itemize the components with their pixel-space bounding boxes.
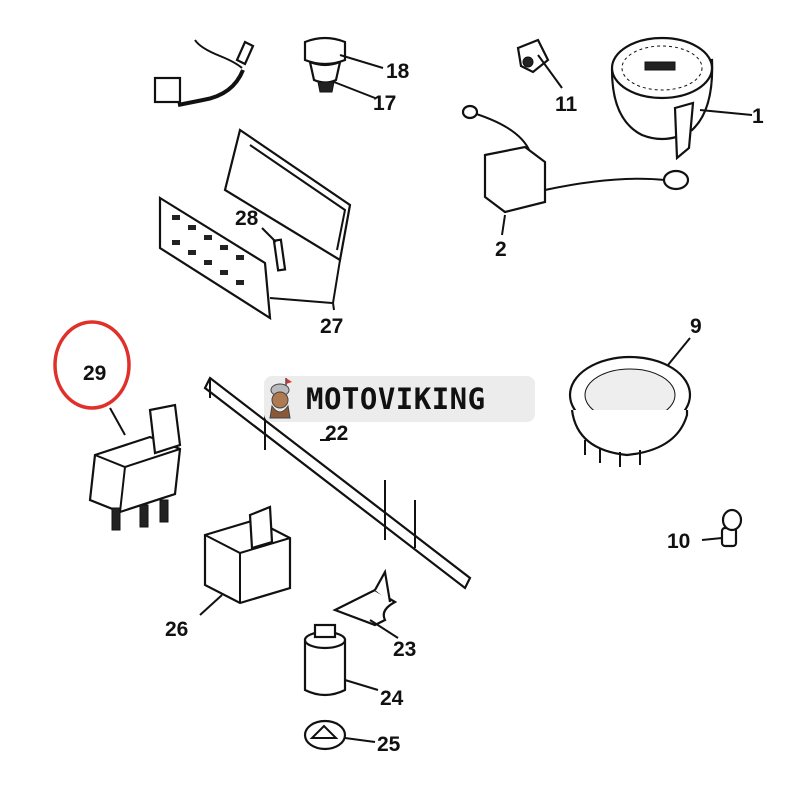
watermark: MOTOVIKING bbox=[264, 376, 535, 422]
fuse-part-28 bbox=[261, 227, 287, 272]
cap-part-25 bbox=[303, 719, 376, 751]
wire-connector-part bbox=[153, 39, 255, 107]
callout-27: 27 bbox=[320, 315, 343, 338]
callout-23: 23 bbox=[393, 638, 416, 661]
highlight-circle bbox=[53, 320, 131, 410]
callout-24: 24 bbox=[380, 687, 404, 710]
callout-17: 17 bbox=[373, 92, 396, 115]
switch-part-2 bbox=[461, 104, 690, 236]
bulb-part-10 bbox=[701, 508, 743, 548]
callout-1: 1 bbox=[752, 105, 764, 128]
callout-22: 22 bbox=[325, 422, 348, 445]
clip-part-23 bbox=[332, 568, 399, 639]
watermark-brand-text: MOTOVIKING bbox=[306, 382, 486, 416]
bulb-holder-part bbox=[303, 36, 384, 99]
gauge-part-9 bbox=[568, 337, 692, 467]
canister-part-24 bbox=[303, 623, 379, 697]
flasher-part-26 bbox=[199, 505, 292, 616]
viking-mascot-icon bbox=[269, 378, 292, 419]
bracket-part-22 bbox=[203, 376, 472, 590]
callout-11: 11 bbox=[555, 93, 578, 116]
callout-9: 9 bbox=[690, 315, 702, 338]
callout-29: 29 bbox=[83, 362, 106, 385]
fuse-box-part-27 bbox=[158, 128, 352, 321]
relay-part-29 bbox=[88, 403, 182, 531]
callout-10: 10 bbox=[667, 530, 690, 553]
sender-part-11 bbox=[516, 38, 563, 89]
callout-26: 26 bbox=[165, 618, 188, 641]
callout-25: 25 bbox=[377, 733, 401, 756]
callout-28: 28 bbox=[235, 207, 259, 230]
gauge-part-1 bbox=[610, 36, 753, 161]
callout-2: 2 bbox=[495, 238, 507, 261]
callout-18: 18 bbox=[386, 60, 410, 83]
